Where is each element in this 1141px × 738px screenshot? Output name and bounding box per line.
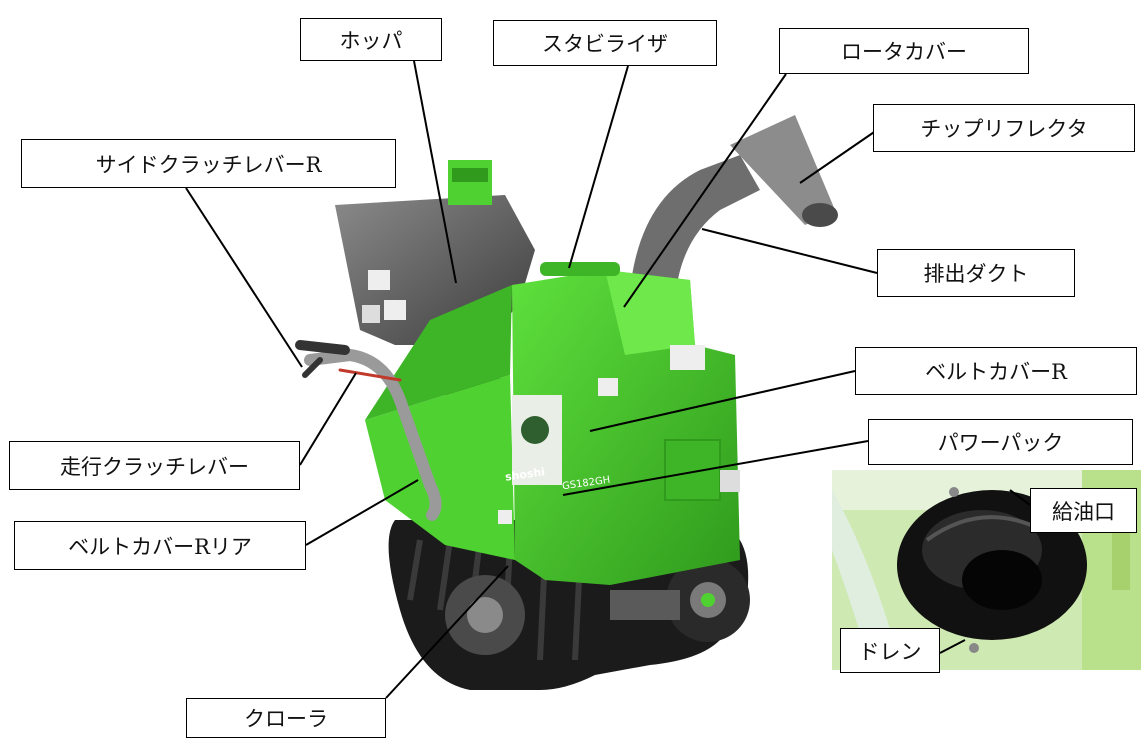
label-chip-reflector: チップリフレクタ <box>873 104 1135 152</box>
label-travel-clutch-lever: 走行クラッチレバー <box>9 441 300 490</box>
label-rotor-cover: ロータカバー <box>779 28 1029 74</box>
label-belt-cover-r-rear: ベルトカバーRリア <box>14 521 306 570</box>
label-oil-filler: 給油口 <box>1030 488 1137 533</box>
label-side-clutch-lever-r: サイドクラッチレバーR <box>21 139 396 188</box>
handle-bars <box>295 340 442 521</box>
label-drain: ドレン <box>840 628 940 673</box>
label-belt-cover-r: ベルトカバーR <box>855 347 1137 395</box>
label-hopper: ホッパ <box>300 18 442 61</box>
label-crawler: クローラ <box>186 698 386 738</box>
machine-body <box>365 262 740 585</box>
label-power-pack: パワーパック <box>868 419 1133 465</box>
label-stabilizer: スタビライザ <box>493 20 717 66</box>
label-discharge-duct: 排出ダクト <box>877 249 1075 297</box>
